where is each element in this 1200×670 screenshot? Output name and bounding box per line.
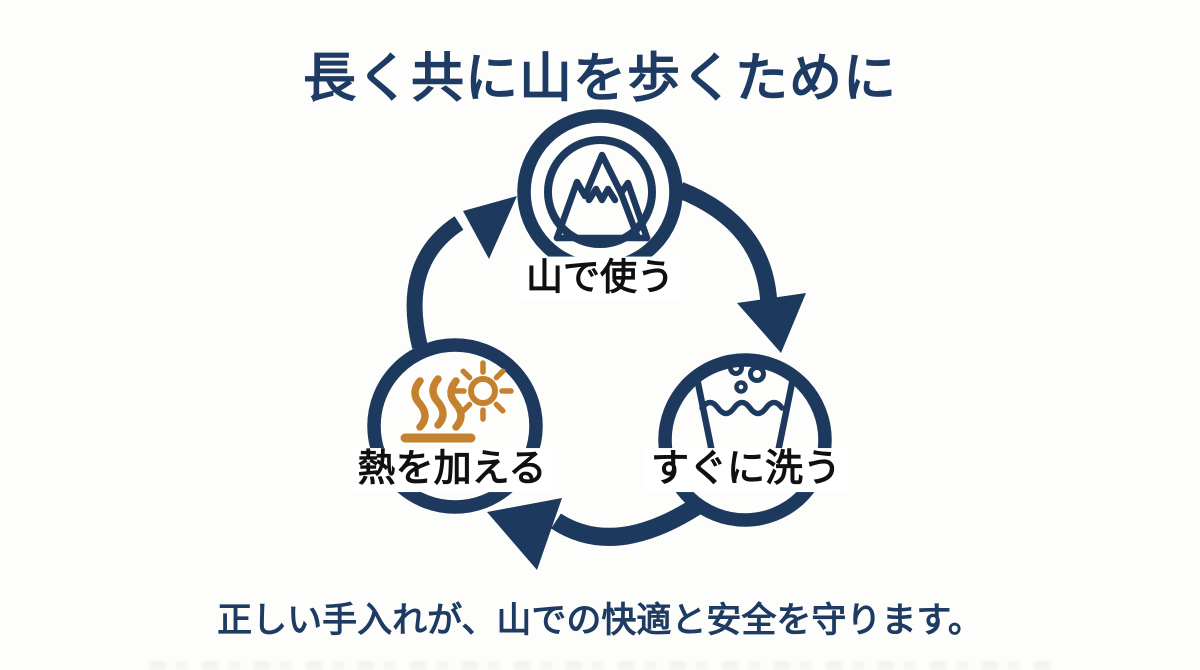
node-label-use-on-mountain: 山で使う (519, 256, 681, 300)
node-label-wash-immediately: すぐに洗う (643, 448, 849, 492)
heat-node-ring (367, 338, 543, 514)
slide-caption: 正しい手入れが、山での快適と安全を守ります。 (217, 601, 983, 640)
node-apply-heat (367, 338, 543, 514)
wash-basin-icon (694, 360, 796, 456)
slide-title: 長く共に山を歩くために (303, 49, 897, 108)
node-label-apply-heat: 熱を加える (350, 448, 554, 492)
arrowhead-up-right (463, 196, 517, 259)
node-wash-immediately (658, 353, 832, 527)
steam-lines (411, 375, 465, 431)
heat-steam-sun-icon (400, 360, 514, 443)
arrowhead-down-right (737, 293, 806, 353)
cycle-arrow-use-to-wash (676, 182, 806, 353)
mountain-icon-circle (544, 136, 656, 248)
sun-icon (452, 360, 514, 422)
wash-node-ring (658, 353, 832, 527)
cropped-text-smudge (150, 661, 1050, 670)
cycle-arrow-wash-to-heat (487, 498, 702, 570)
cycle-arrow-heat-to-use (406, 196, 517, 349)
arrowhead-left (487, 498, 562, 570)
mountain-icon (553, 151, 651, 242)
node-use-on-mountain (517, 109, 683, 275)
